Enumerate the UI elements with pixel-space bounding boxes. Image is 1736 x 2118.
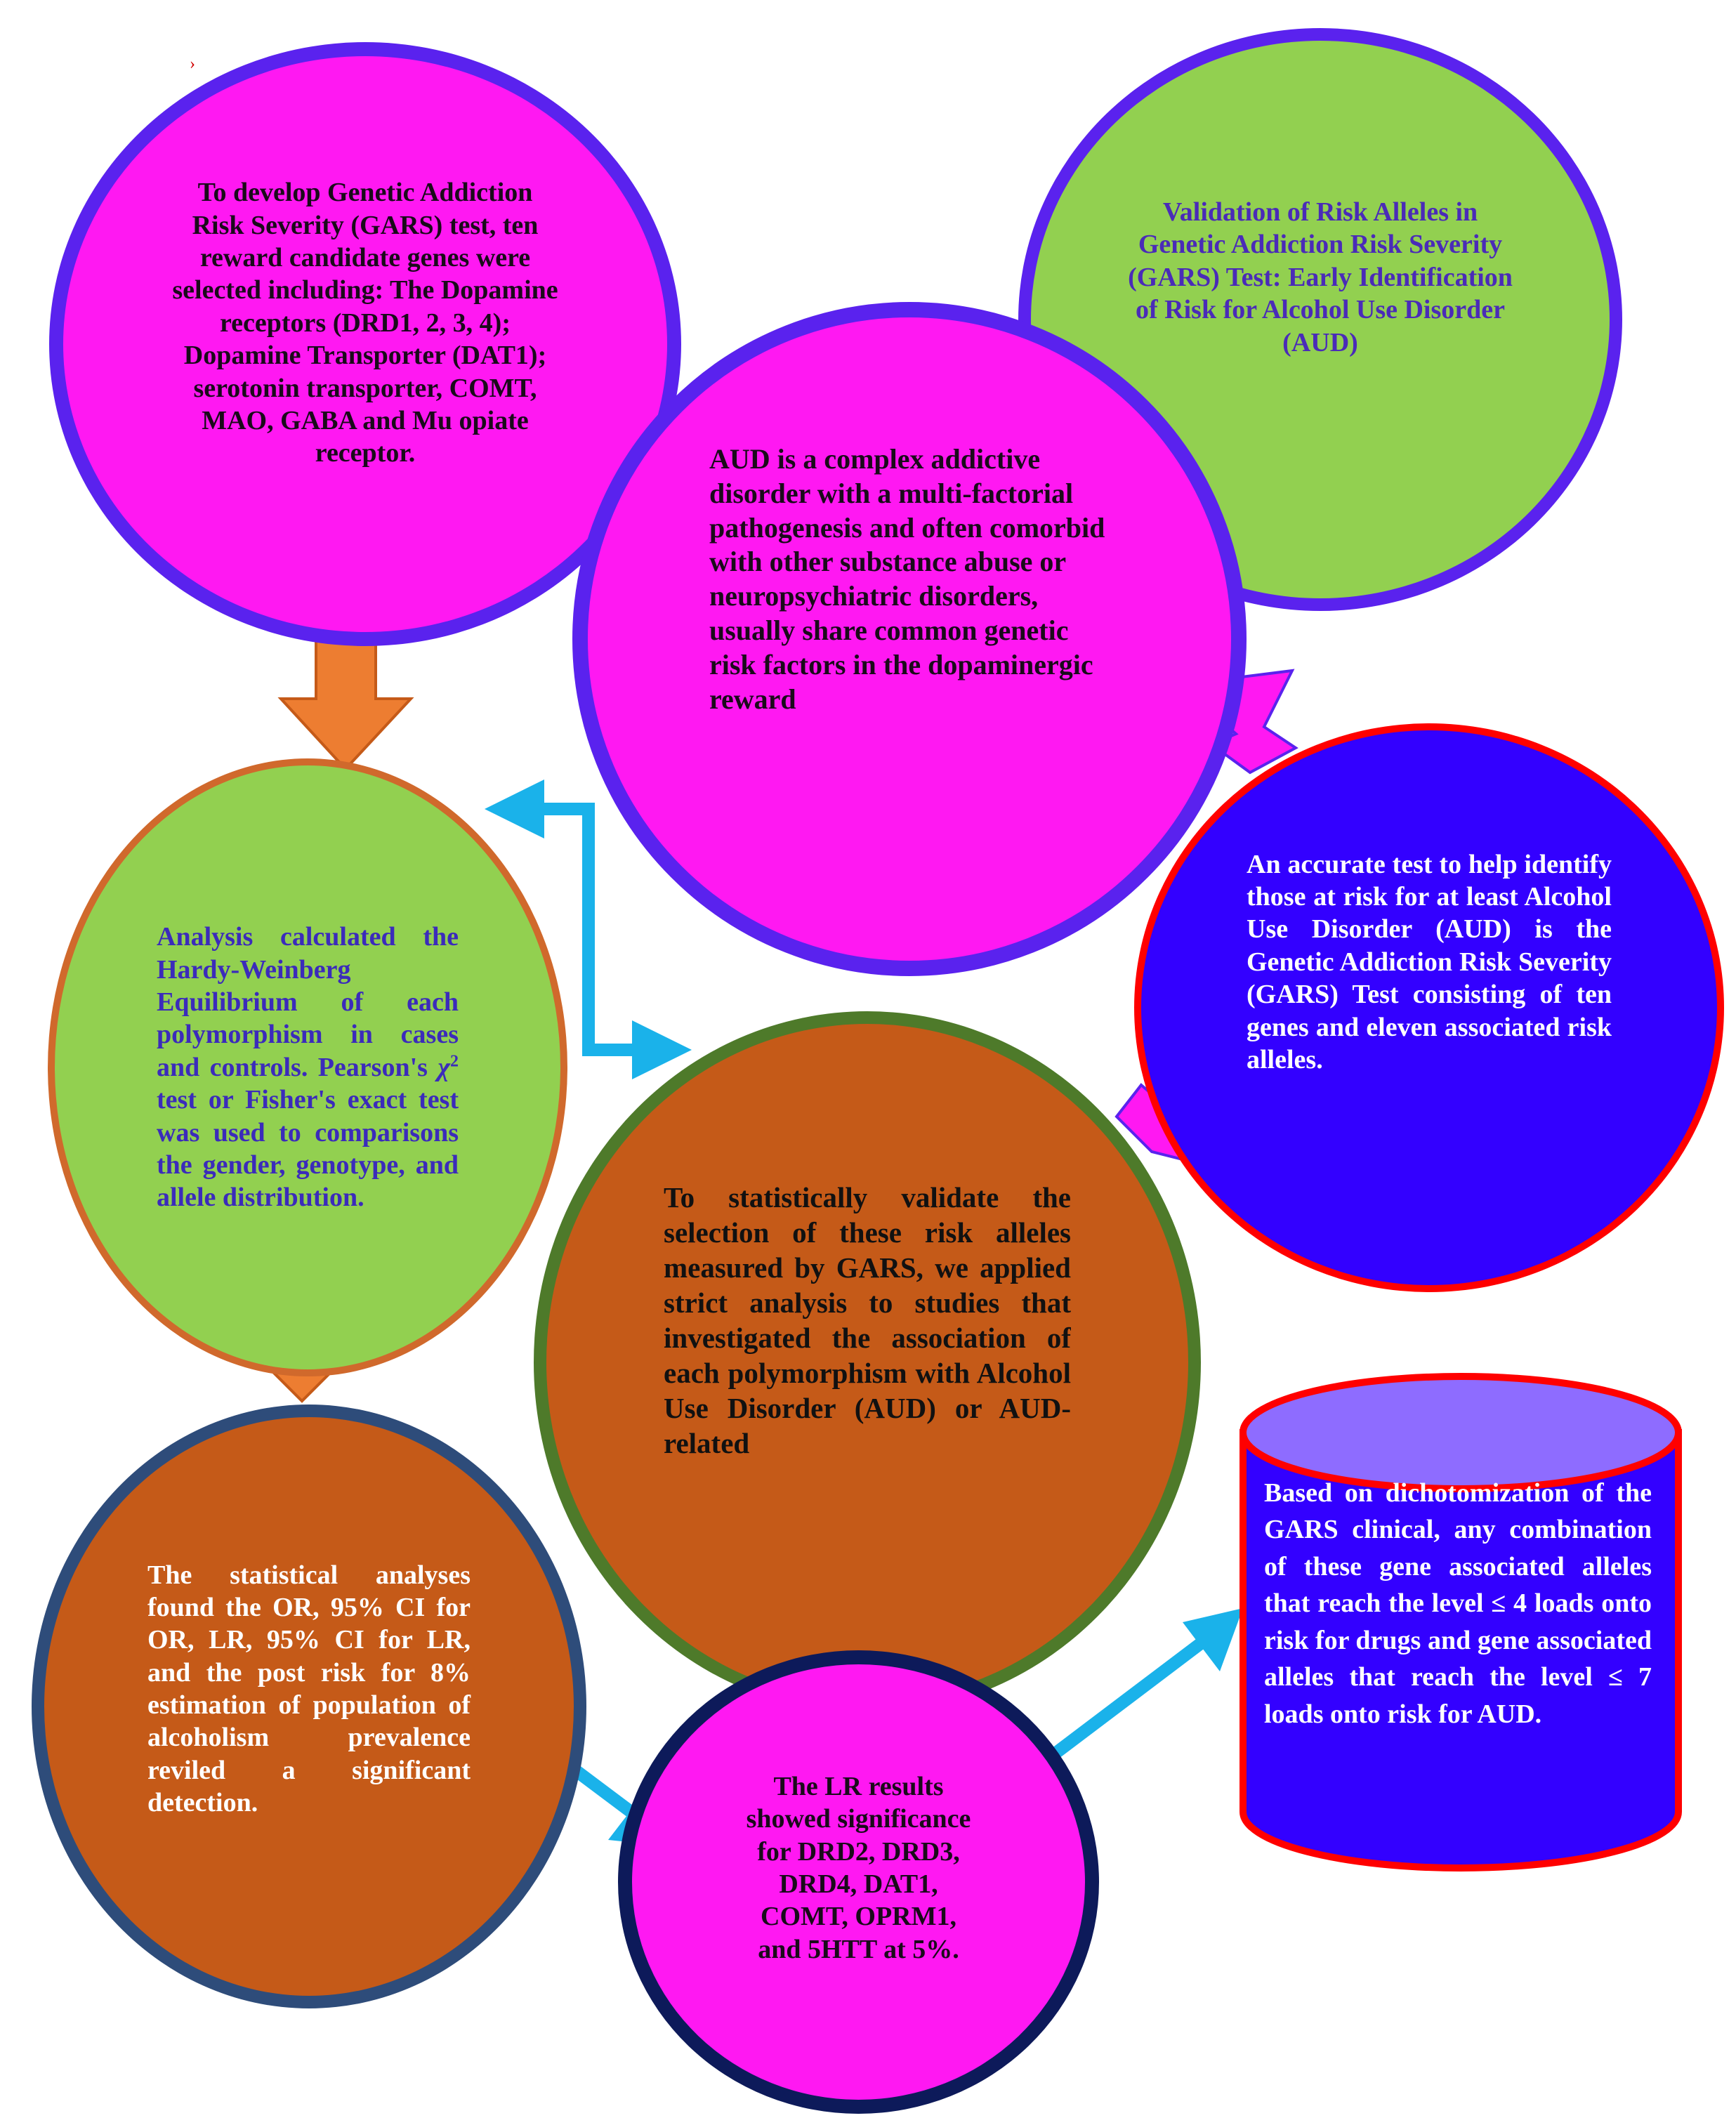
aud-complex-text: AUD is a complex addictive disorder with… [709,443,1105,715]
lr-results-text: The LR results showed significance for D… [746,1771,971,1964]
statistical-validation-text: To statistically validate the selection … [664,1181,1071,1460]
hwe-chi-superscript: 2 [450,1052,459,1071]
hwe-analysis-node: Analysis calculated the Hardy-Weinberg E… [48,758,567,1376]
hwe-chi-symbol: χ [438,1052,450,1082]
hwe-text-pre: Analysis calculated the Hardy-Weinberg E… [157,922,459,1082]
blue-double-arrow [485,780,692,1079]
orange-down-arrow-top [277,631,414,771]
statistical-validation-node: To statistically validate the selection … [534,1011,1201,1714]
red-tick-mark: › [190,55,195,73]
hwe-analysis-text: Analysis calculated the Hardy-Weinberg E… [157,921,459,1213]
aud-complex-node: AUD is a complex addictive disorder with… [572,302,1247,976]
accurate-test-node: An accurate test to help identify those … [1134,723,1724,1292]
hwe-text-post: test or Fisher's exact test was used to … [157,1085,459,1213]
accurate-test-text: An accurate test to help identify those … [1247,849,1612,1074]
gars-development-text: To develop Genetic Addiction Risk Severi… [172,178,558,468]
statistical-analyses-node: The statistical analyses found the OR, 9… [32,1405,586,2008]
statistical-analyses-text: The statistical analyses found the OR, 9… [147,1560,471,1818]
dichotomization-text: Based on dichotomization of the GARS cli… [1264,1478,1652,1729]
validation-title-text: Validation of Risk Alleles in Genetic Ad… [1128,197,1513,357]
cylinder-shape [1239,1373,1682,1872]
dichotomization-cylinder-node: Based on dichotomization of the GARS cli… [1236,1369,1685,1875]
blue-arrow-lr-to-cylinder [1053,1608,1243,1758]
lr-results-node: The LR results showed significance for D… [618,1650,1099,2114]
